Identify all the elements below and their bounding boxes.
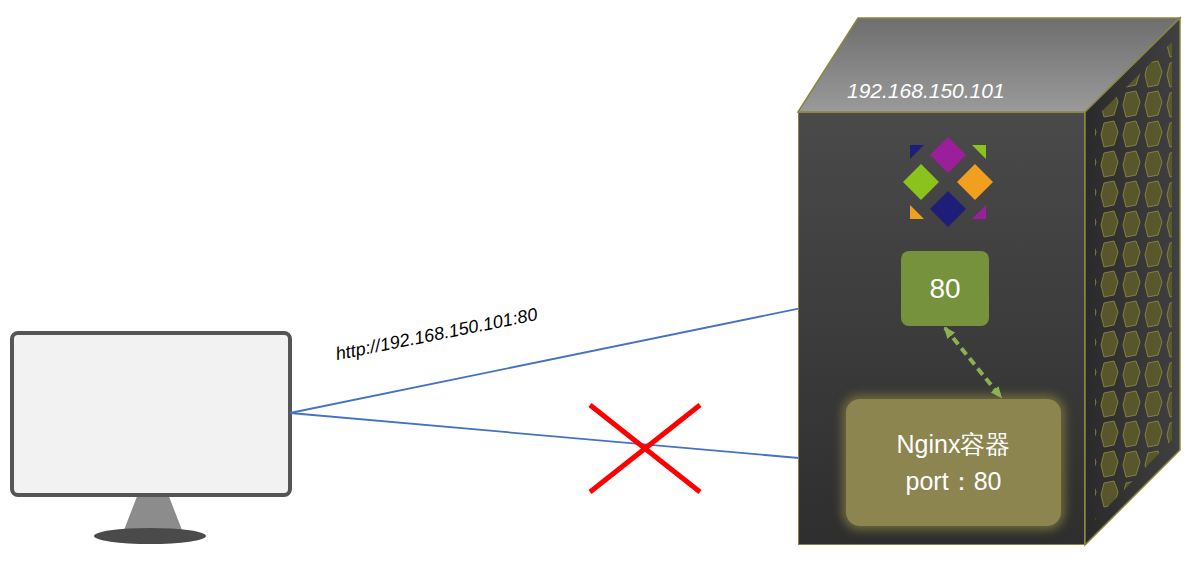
server-vents [1095,42,1172,520]
monitor-base [94,528,206,544]
url-label: http://192.168.150.101:80 [334,304,539,365]
request-line [290,413,844,462]
monitor-stand [124,494,182,530]
port-box: 80 [901,251,989,326]
box-text: Nginx容器 [897,426,1011,462]
box-text: 80 [929,273,960,305]
server-side [1085,18,1180,545]
container-box: Nginx容器port：80 [846,399,1061,526]
blocked-cross [590,405,700,492]
server-front: 192.168.150.10180Nginx容器port：80 [798,112,1085,545]
server-ip: 192.168.150.101 [847,79,1005,103]
box-text: port：80 [906,463,1002,499]
monitor-screen [12,333,290,495]
blocked-cross [590,405,700,492]
